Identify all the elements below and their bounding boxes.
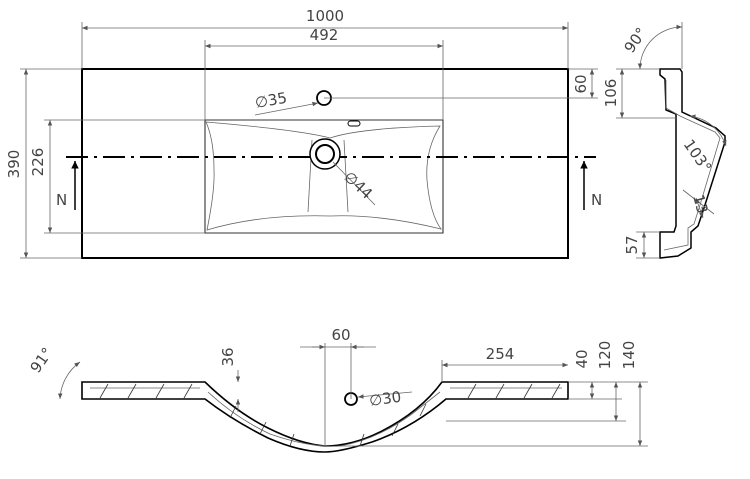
basin-outline <box>81 68 569 259</box>
angle-91-label: 91° <box>27 344 57 376</box>
section-label-right: N <box>591 191 602 209</box>
dim-bowl-width-label: 492 <box>310 26 339 44</box>
section-label-left: N <box>56 191 67 209</box>
side-section: 90° 106 103° 13 57 <box>602 22 727 259</box>
side-inner-line <box>663 80 721 251</box>
top-view: N N ∅35 ∅44 1000 492 390 226 <box>5 7 602 259</box>
front-inner-line <box>90 387 562 447</box>
dim-40-label: 40 <box>573 349 591 368</box>
dim-depth-label: 390 <box>5 150 23 179</box>
dim-tap-offset-label: 60 <box>572 74 590 93</box>
dim-60-front-label: 60 <box>331 326 350 344</box>
bowl-inner-contour <box>205 121 442 231</box>
front-section: ∅30 60 254 36 91° 40 120 140 <box>27 326 648 453</box>
overflow-hole-label: ∅30 <box>368 388 402 410</box>
dim-width-label: 1000 <box>306 7 344 25</box>
dim-254-label: 254 <box>486 345 515 363</box>
dim-36-label: 36 <box>219 347 237 366</box>
hatching <box>99 383 561 447</box>
tap-hole-label: ∅35 <box>254 89 289 112</box>
angle-103-label: 103° <box>680 136 715 176</box>
dim-106-label: 106 <box>602 79 620 108</box>
drain-hole <box>315 144 335 164</box>
dim-bowl-depth-label: 226 <box>29 148 47 177</box>
dim-120-label: 120 <box>596 341 614 370</box>
dim-57-label: 57 <box>623 235 641 254</box>
dim-13-label: 13 <box>689 192 711 215</box>
overflow-slot <box>347 120 361 127</box>
angle-90-label: 90° <box>621 24 651 56</box>
dim-140-label: 140 <box>620 341 638 370</box>
bowl-outline <box>204 119 444 234</box>
